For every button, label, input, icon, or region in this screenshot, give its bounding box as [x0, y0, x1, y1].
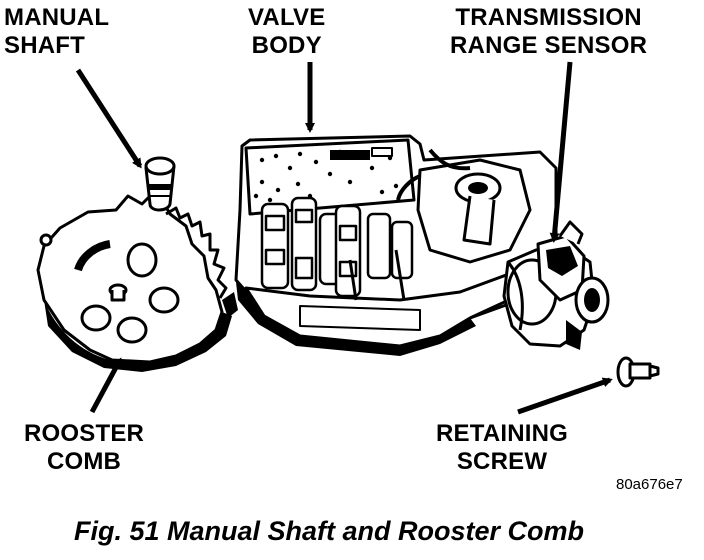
figure-caption: Fig. 51 Manual Shaft and Rooster Comb	[74, 516, 585, 546]
retaining-screw-label-line1: RETAINING	[436, 420, 569, 447]
manual-shaft-arrow	[75, 68, 143, 169]
rooster-comb-part	[36, 194, 238, 372]
retaining-screw-part	[616, 356, 660, 388]
figure-code: 80a676e7	[616, 476, 683, 493]
valve-body-part	[234, 134, 558, 356]
manual-shaft-label-line1: MANUAL	[4, 4, 110, 31]
transmission-range-sensor-part	[502, 220, 610, 350]
transmission-range-sensor-label: TRANSMISSION RANGE SENSOR	[450, 4, 647, 60]
manual-shaft-part	[144, 156, 176, 212]
manual-shaft-label-line2: SHAFT	[4, 32, 85, 59]
transmission-range-sensor-label-line1: TRANSMISSION	[455, 4, 642, 31]
retaining-screw-label: RETAINING SCREW	[436, 420, 568, 476]
retaining-screw-arrow	[517, 377, 613, 415]
transmission-range-sensor-arrow	[549, 61, 573, 243]
leader-arrows	[75, 61, 613, 415]
valve-body-label-line2: BODY	[251, 32, 322, 59]
rooster-comb-label-line1: ROOSTER	[24, 420, 145, 447]
rooster-comb-arrow	[89, 357, 123, 414]
rooster-comb-label: ROOSTER COMB	[24, 420, 144, 476]
valve-body-label-line1: VALVE	[248, 4, 326, 31]
retaining-screw-label-line2: SCREW	[456, 448, 548, 475]
valve-body-label: VALVE BODY	[248, 4, 325, 60]
rooster-comb-label-line2: COMB	[46, 448, 122, 475]
manual-shaft-label: MANUAL SHAFT	[4, 4, 109, 60]
transmission-range-sensor-label-line2: RANGE SENSOR	[450, 32, 648, 59]
